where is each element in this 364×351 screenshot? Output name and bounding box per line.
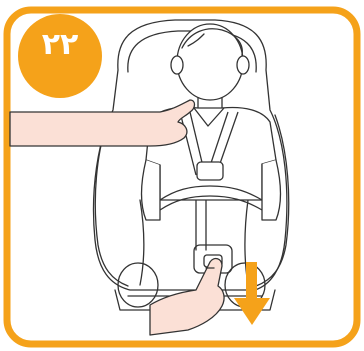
step-number: ٢٢ [28, 27, 92, 63]
